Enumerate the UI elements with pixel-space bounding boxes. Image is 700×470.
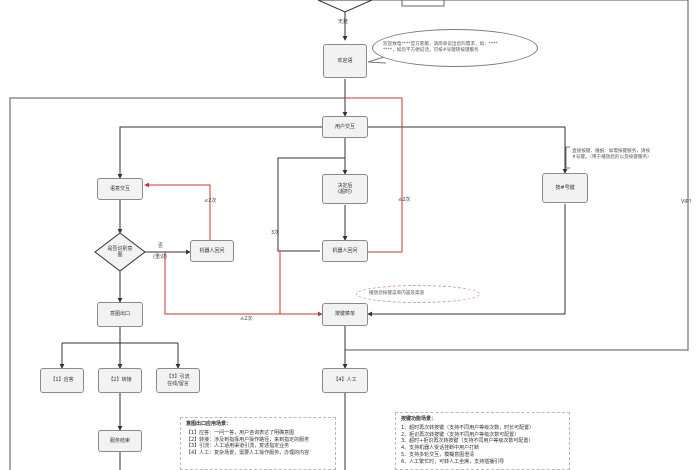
edge-label-no-hangup: 无挂 <box>338 19 349 25</box>
transfer-button-label: 按#号键 <box>555 184 575 191</box>
service-end-label: 服务结束 <box>109 437 130 444</box>
recognize-intent-line2: 图 <box>117 252 123 258</box>
top-right-box <box>401 0 445 7</box>
edge-label-le2-times: ≤2次 <box>398 197 411 203</box>
robot-reply-mid-label: 机器人回问 <box>332 247 358 254</box>
edge-label-loop-bottom: ≤2次 <box>240 316 253 322</box>
menu-hint-text: 播放您按键菜单内容及渠道 <box>369 291 425 297</box>
edge-label-loop-left: ≤2次 <box>204 198 217 204</box>
keyword-note-row: 6、人工繁忙时，可转人工坐席，支持插播引导 <box>401 458 505 465</box>
decision-label-line2: (超时) <box>338 189 352 195</box>
intent-note-row: 【1】应答：一问一答，用户咨询表达了明确意图 <box>186 429 295 436</box>
robot-reply-left-label: 机器人回问 <box>199 247 225 254</box>
side-note-bracket <box>565 146 570 169</box>
intent-note-row: 【2】转接：涉及到指挥用户操作路径，来到指定的服务 <box>186 436 310 443</box>
button-side-note: 直接按键，播报：如需按键服务，请按 #号键。（用于播放后的以及按键服务） <box>572 149 652 161</box>
welcome-bubble-line1: 欢迎致电****官方客服，请简单说出您的需求，如：**** <box>383 42 498 48</box>
user-interaction-node[interactable]: 用户交互 <box>322 116 368 138</box>
option-4-node[interactable]: 【4】人工 <box>322 368 368 393</box>
menu-interaction-node[interactable]: 语意交互 <box>97 178 143 200</box>
edge-label-three-times: 3次 <box>271 230 280 236</box>
welcome-node-label: 欢迎语 <box>337 57 353 64</box>
edge-label-no-line1: 否 <box>158 243 164 249</box>
intent-exit-node[interactable]: 意图出口 <box>97 302 143 327</box>
user-interaction-label: 用户交互 <box>334 123 355 130</box>
keyword-menu-node[interactable]: 按键菜单 <box>322 303 368 326</box>
recognize-intent-line1: 是否识别意 <box>107 246 133 252</box>
keyword-note-row: 1、超时再次转按键（支持不同用户等级次数，时长可配置） <box>401 424 535 431</box>
intent-exit-label: 意图出口 <box>109 311 130 318</box>
side-note-line2: #号键。（用于播放后的以及按键服务） <box>572 154 652 160</box>
option-1-label: 【1】应答 <box>50 377 74 384</box>
option-2-label: 【2】转接 <box>108 377 132 384</box>
welcome-speech-bubble: 欢迎致电****官方客服，请简单说出您的需求，如：**** ****，如您不方便… <box>372 29 538 67</box>
keyword-note-row: 5、支持多轮交互，模糊意图澄清 <box>401 451 475 458</box>
intent-note-row: 【4】人工：复杂场景，需要人工操作服务，办理的内容 <box>186 450 310 456</box>
transfer-button-node[interactable]: 按#号键 <box>542 173 588 203</box>
robot-reply-mid-node[interactable]: 机器人回问 <box>322 240 368 262</box>
recognize-intent-diamond <box>94 232 146 272</box>
welcome-bubble-line2: ****，如您不方便说话，可按#号键转按键服务 <box>383 48 479 53</box>
option-3-label-line2: 在线/留言 <box>167 380 189 387</box>
menu-hint-bubble: 播放您按键菜单内容及渠道 <box>356 285 480 303</box>
edge-label-vip: VIP? <box>681 199 692 205</box>
recognize-intent-text: 是否识别意 图 <box>100 246 140 258</box>
option-4-label: 【4】人工 <box>333 377 357 384</box>
option-1-node[interactable]: 【1】应答 <box>40 368 84 393</box>
option-3-node[interactable]: 【3】引流 在线/留言 <box>156 368 200 393</box>
intent-note-row: 【3】引流：人工适用渠道引流，复述指定业务 <box>186 443 290 450</box>
decision-node[interactable]: 决定后 (超时) <box>322 174 368 204</box>
keyword-function-note: 按键功能场景： 1、超时再次转按键（支持不同用户等级次数，时长可配置） 2、拒识… <box>395 412 570 470</box>
keyword-note-title: 按键功能场景： <box>401 416 437 422</box>
top-decision-diamond <box>317 0 373 13</box>
keyword-note-row: 3、超时+拒识再次转按键（支持不同用户等级次数可配置） <box>401 438 534 445</box>
edge-label-no-line2: (重识) <box>153 254 167 260</box>
keyword-note-row: 4、支持机器人受话挂断中用户打断 <box>401 445 480 451</box>
keyword-menu-label: 按键菜单 <box>334 311 355 318</box>
keyword-note-row: 2、拒识再次转按键（支持不同用户等级次数可配置） <box>401 431 520 438</box>
welcome-node[interactable]: 欢迎语 <box>323 44 367 78</box>
option-2-node[interactable]: 【2】转接 <box>98 368 142 393</box>
side-note-line1: 直接按键，播报：如需按键服务，请按 <box>572 149 651 154</box>
welcome-bubble-pointer <box>367 56 387 64</box>
intent-note-title: 意图出口应用场景： <box>186 421 232 427</box>
menu-interaction-label: 语意交互 <box>109 185 130 192</box>
option-3-label-line1: 【3】引流 <box>166 374 190 381</box>
decision-label-line1: 决定后 <box>337 182 353 189</box>
robot-reply-left-node[interactable]: 机器人回问 <box>190 240 234 262</box>
intent-exit-note: 意图出口应用场景： 【1】应答：一问一答，用户咨询表达了明确意图 【2】转接：涉… <box>180 417 336 470</box>
service-end-node[interactable]: 服务结束 <box>98 430 142 452</box>
